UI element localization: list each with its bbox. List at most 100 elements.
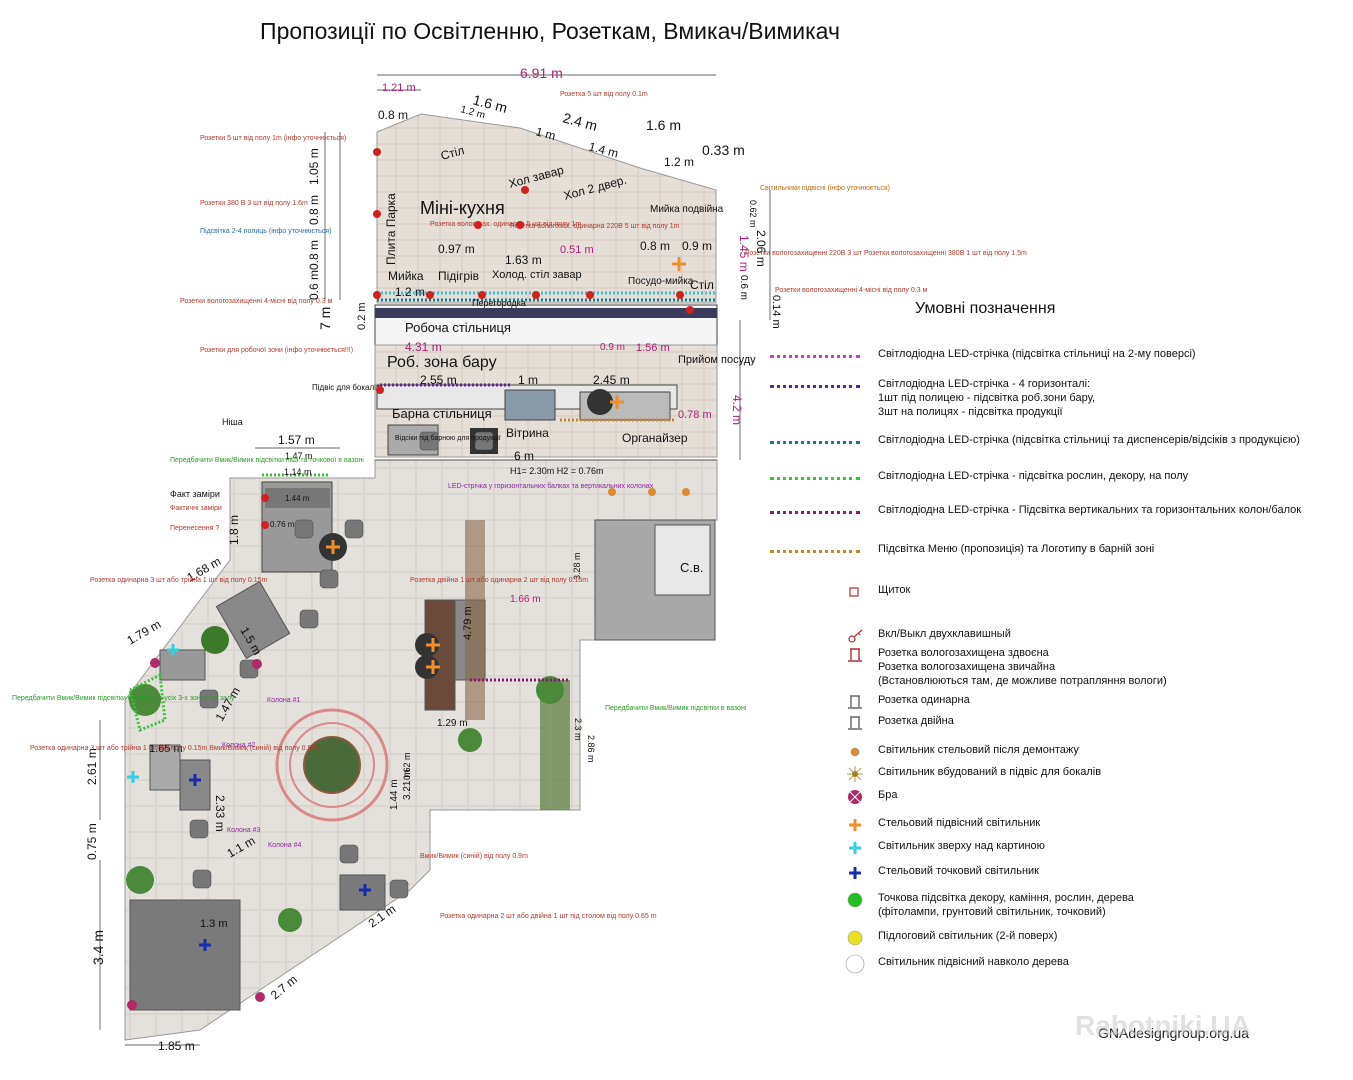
note-shelf-light: Підсвітка 2-4 полиць (інфо уточнюється) [200,227,331,235]
bra-icon [770,787,870,807]
dim-42: 4.2 m [730,395,744,425]
label-showcase: Вітрина [506,426,549,440]
dim-179: 1.79 m [125,617,164,647]
label-partition: Перегородка [472,298,526,308]
legend-item: Стельовий точковий світильник [770,863,1340,883]
note-wet-4: Розетки вологозахищенні 4-місні від полу… [775,286,928,294]
planter-strip [465,520,485,720]
dim-144: 1.44 m [285,494,310,503]
note-socket-3: Розетка одинарна 3 шт або трійна 1 шт ві… [90,576,268,584]
label-niche: Ніша [222,417,243,427]
led-strip-line-icon [770,468,870,488]
legend-item: Світильник вбудований в підвіс для бокал… [770,764,1340,784]
legend-item: Світлодіодна LED-стрічка (підсвітка стіл… [770,432,1340,452]
label-work-top: Робоча стільниця [405,320,511,335]
label-organizer: Органайзер [622,431,688,445]
note-wet-single: Розетка вологозах. одинарна 5 шт від пол… [430,220,581,228]
legend-text: Щиток [878,584,911,596]
label-stove: Плита Парка [384,193,398,265]
dim-1: 1 m [534,124,557,143]
led-strip-line-icon [770,432,870,452]
legend-item: Вкл/Выкл двухклавишный [770,626,1340,646]
legend-item: Розетка вологозахищена здвоєна Розетка в… [770,645,1340,687]
label-mini-kitchen: Міні-кухня [420,198,505,218]
led-strip-line-icon [770,346,870,366]
bra-lights [127,658,265,1010]
sockets-plan [261,148,694,529]
legend-text: Світлодіодна LED-стрічка - підсвітка рос… [878,470,1189,482]
legend-text: Підсвітка Меню (пропозиція) та Логотипу … [878,543,1155,555]
label-bar-work-zone: Роб. зона бару [387,354,497,371]
led-strip-line-icon [770,502,870,522]
pendant-lights [326,257,686,674]
legend-item: Підлоговий світильник (2-й поверх) [770,928,1340,948]
legend-item: Стельовий підвісний світильник [770,815,1340,835]
legend-text: Світильник зверху над картиною [878,840,1045,852]
label-table-2: Стіл [439,143,466,163]
label-bar-top: Барна стільниця [392,406,492,421]
picture-lights [127,644,179,783]
note-sockets-5: Розетки 5 шт від полу 1m (інфо уточнюєть… [200,134,346,142]
legend-text: Розетка одинарна [878,694,970,706]
dim-08d: 0.8 m [640,239,670,253]
dim-062: 0.62 m [748,200,758,228]
dim-1b: 1 m [518,373,538,387]
dim-12c: 1.2 m [395,285,425,299]
wet-socket-icon [770,645,870,665]
legend-title: Умовні позначення [915,300,1056,317]
note-wet-220: Розетки вологозахищенні 220В 3 шт Розетк… [745,249,1027,257]
dim-34: 3.4 m [90,930,106,965]
note-switch-niche: Передбачити Вмик/Вимик підсвітки ніші та… [170,456,364,464]
legend-text: Розетка двійна [878,715,954,727]
dim-233: 2.33 m [213,795,227,832]
panel-icon [770,582,870,602]
dim-18: 1.8 m [227,515,241,545]
plant [129,684,161,716]
legend-item: Розетка одинарна [770,692,1340,712]
switch-icon [770,626,870,646]
dim-144b: 1.44 m [389,779,400,810]
dim-245: 2.45 m [593,373,630,387]
plant [126,866,154,894]
dim-097: 0.97 m [438,242,475,256]
tree-ring-inner [303,736,361,794]
label-fridge-table: Холод. стіл завар [492,269,582,281]
picture-light-icon [770,838,870,858]
note-sockets-380: Розетки 380 В 3 шт від полу 1.6m [200,199,308,207]
dim-16b: 1.6 m [646,117,681,133]
dim-075: 0.75 m [85,823,99,860]
dim-062b: 0.62 m [402,752,412,780]
tree-ring-mid [289,722,375,808]
wc-inner [654,524,711,596]
dim-09: 0.9 m [682,239,712,253]
plant [458,728,482,752]
decor-light-icon [770,890,870,910]
table-4 [129,899,241,1011]
dim-014: 0.14 m [770,295,782,329]
pendant-light-icon [770,815,870,835]
note-socket-blue: Розетка одинарна 3 шт або трійна 1 шт ві… [30,744,317,752]
legend-text: Світильник стельовий після демонтажу [878,744,1079,756]
dim-286: 2.86 m [586,735,596,763]
dim-02: 0.2 m [356,302,368,330]
legend-text: Точкова підсвітка декору, каміння, росли… [878,892,1134,918]
led-strip-line-icon [770,541,870,561]
legend-text: Стельовий підвісний світильник [878,817,1041,829]
dim-121: 1.21 m [382,82,416,94]
ceiling-demount-lights [608,488,690,496]
label-glass-hanger: Підвіс для бокалів [312,383,380,392]
note-fact: Фактичні заміри [170,504,222,512]
note-work-sockets: Розетки для робочої зони (інфо уточнюєть… [200,346,353,354]
dim-206: 2.06 m [754,230,768,267]
floor-light-icon [770,928,870,948]
label-wc: С.в. [680,560,704,575]
dim-156: 1.56 m [636,342,670,354]
legend-text: Світлодіодна LED-стрічка - Підсвітка вер… [878,504,1302,516]
dim-105: 1.05 m [307,148,321,185]
legend-text: Світильник вбудований в підвіс для бокал… [878,766,1102,778]
legend-item: Світлодіодна LED-стрічка - 4 горизонталі… [770,376,1340,418]
dim-147: 1.47 m [285,451,313,461]
label-heating: Підігрів [438,269,479,283]
dim-12b: 1.2 m [664,155,694,169]
